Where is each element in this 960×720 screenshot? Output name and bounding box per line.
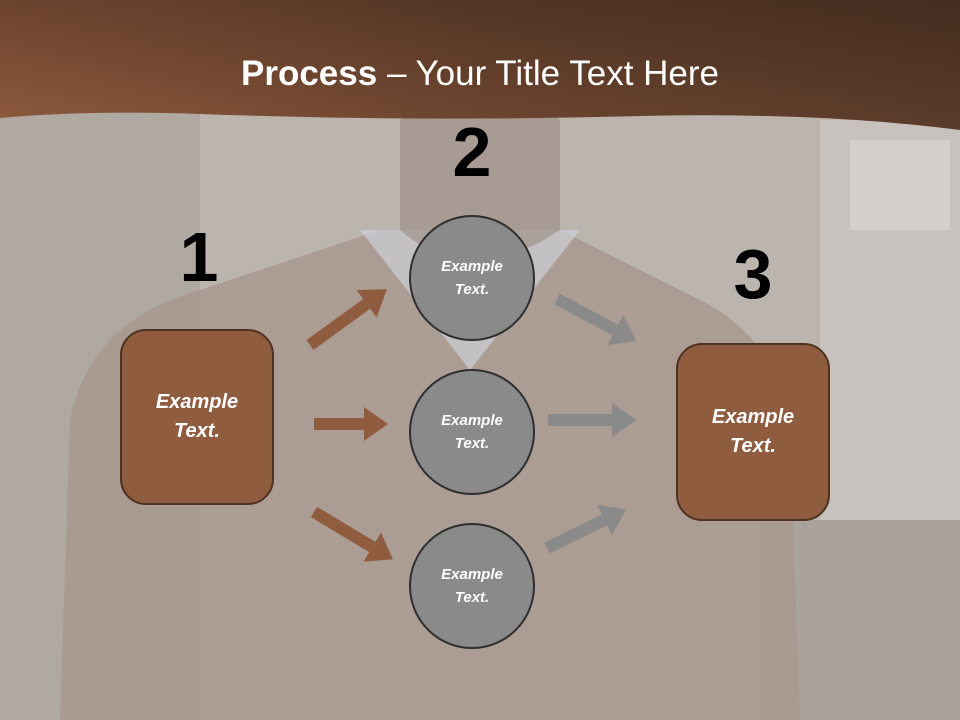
step-number-3: 3 [733, 235, 773, 313]
step-number-1: 1 [179, 218, 219, 296]
circle3-line1: Example [441, 566, 503, 583]
circle-2: Example Text. [409, 369, 535, 495]
arrow-circle2-to-box3 [548, 403, 636, 437]
step1-label-line2: Text. [174, 420, 220, 442]
step3-label-line1: Example [711, 406, 795, 428]
step3-label-line2: Text. [730, 435, 776, 457]
step3-box: Example Text. [676, 343, 830, 521]
title-rest-part: – Your Title Text Here [377, 54, 719, 93]
step1-box: Example Text. [120, 329, 274, 505]
circle-1: Example Text. [409, 215, 535, 341]
step-number-2: 2 [452, 113, 492, 191]
circle-3: Example Text. [409, 523, 535, 649]
step1-label-line1: Example [155, 391, 239, 413]
circle3-line2: Text. [454, 589, 490, 606]
title-bold-part: Process [241, 54, 378, 93]
arrow-box1-to-circle2 [314, 407, 388, 441]
circle1-line1: Example [441, 258, 503, 275]
slide-title: Process – Your Title Text Here [0, 50, 960, 98]
arrow-box1-to-circle1 [306, 289, 387, 350]
arrow-circle1-to-box3 [554, 293, 637, 345]
circle1-line2: Text. [454, 281, 490, 298]
circle2-line2: Text. [454, 435, 490, 452]
arrow-box1-to-circle3 [310, 506, 393, 562]
circle2-line1: Example [441, 412, 503, 429]
arrow-circle3-to-box3 [544, 504, 627, 554]
